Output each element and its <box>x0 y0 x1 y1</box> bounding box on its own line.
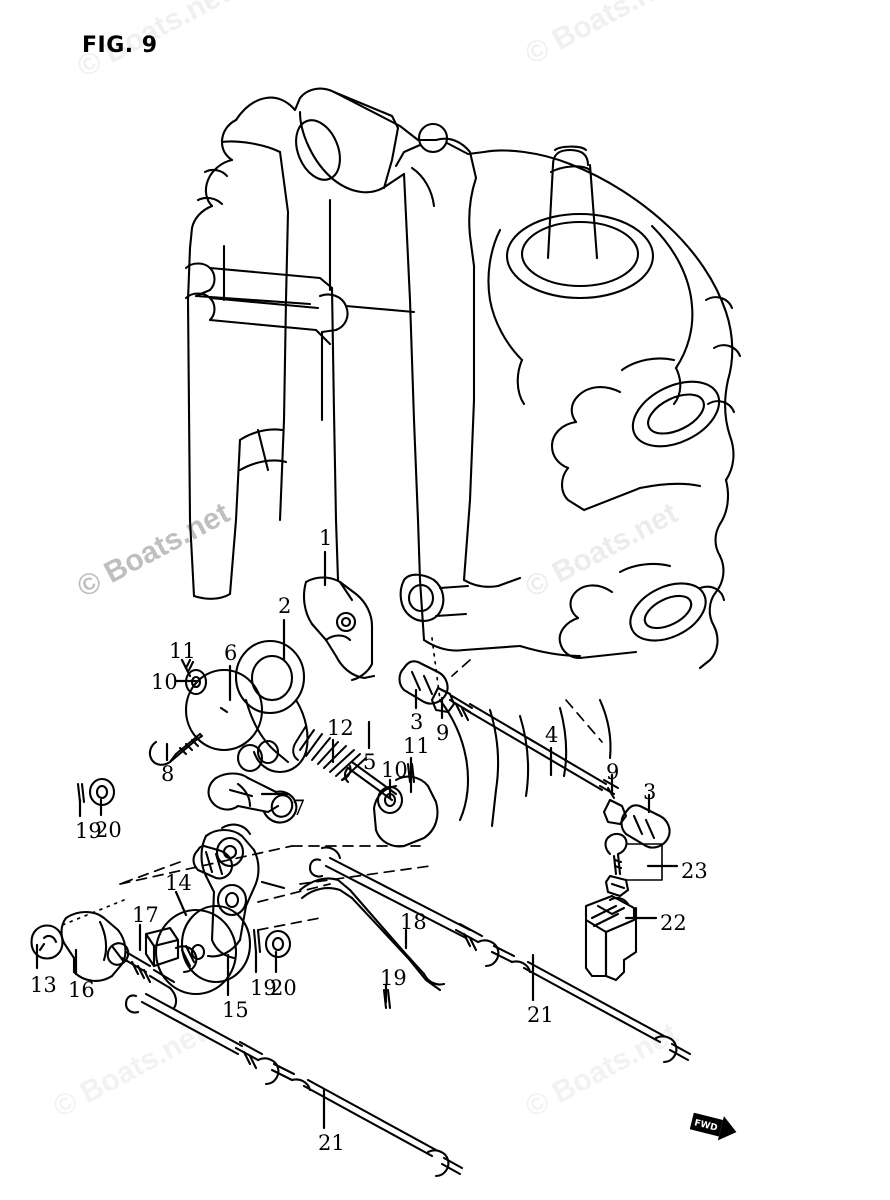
fwd-direction-marker: FWD <box>690 1113 737 1141</box>
callout-number-10b: 10 <box>381 758 408 782</box>
callout-number-16: 16 <box>68 978 95 1002</box>
callout-number-18: 18 <box>400 910 427 934</box>
figure-title: FIG. 9 <box>82 33 158 58</box>
callout-number-12: 12 <box>327 716 354 740</box>
callout-number-2: 2 <box>278 594 292 618</box>
callout-number-6: 6 <box>224 641 238 665</box>
callout-number-4: 4 <box>545 723 559 747</box>
callout-number-3b: 3 <box>643 780 657 804</box>
callout-number-21b: 21 <box>318 1131 345 1155</box>
callout-number-13: 13 <box>30 973 57 997</box>
callout-number-20b: 20 <box>270 976 297 1000</box>
callout-number-9: 9 <box>436 721 450 745</box>
callout-number-22: 22 <box>660 911 687 935</box>
callout-number-1: 1 <box>319 526 333 550</box>
callout-number-21: 21 <box>527 1003 554 1027</box>
callout-number-8: 8 <box>161 762 175 786</box>
callout-number-11b: 11 <box>403 734 430 758</box>
callout-number-19: 19 <box>75 819 102 843</box>
callout-number-17: 17 <box>132 903 159 927</box>
callout-number-9b: 9 <box>606 760 620 784</box>
callout-number-10: 10 <box>151 670 178 694</box>
callout-number-3: 3 <box>410 710 424 734</box>
callout-number-20: 20 <box>95 818 122 842</box>
callout-number-15: 15 <box>222 998 249 1022</box>
callout-number-14: 14 <box>165 871 192 895</box>
callout-number-19c: 19 <box>380 966 407 990</box>
callout-number-23: 23 <box>681 859 708 883</box>
callout-number-5: 5 <box>363 750 377 774</box>
callout-number-19b: 19 <box>250 976 277 1000</box>
callout-number-11: 11 <box>169 639 196 663</box>
callout-number-7: 7 <box>292 796 306 820</box>
